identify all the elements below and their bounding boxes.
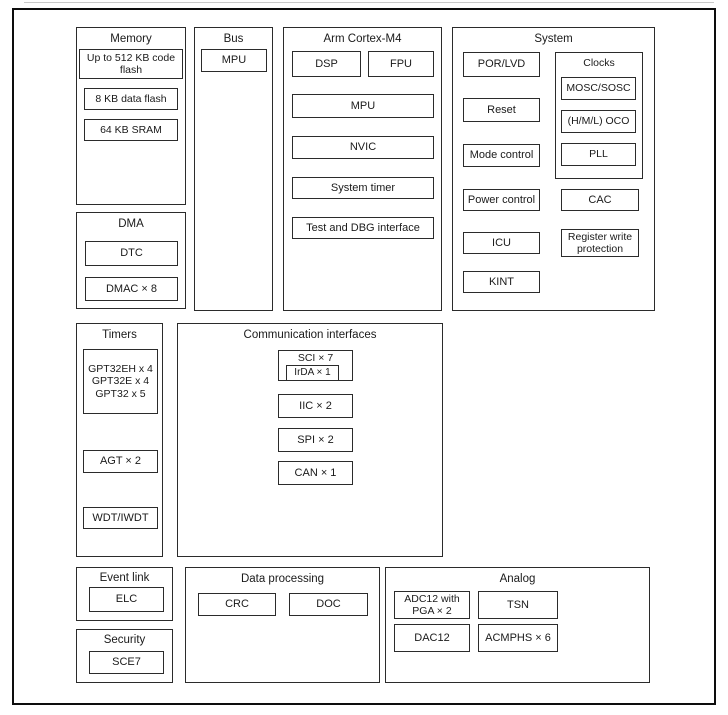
block-bus: Bus MPU xyxy=(194,27,273,311)
subblock-clocks-title: Clocks xyxy=(583,57,615,69)
box-por-lvd: POR/LVD xyxy=(463,52,540,77)
box-test-dbg: Test and DBG interface xyxy=(292,217,434,239)
box-acmphs: ACMPHS × 6 xyxy=(478,624,558,652)
box-doc: DOC xyxy=(289,593,368,616)
block-security: Security SCE7 xyxy=(76,629,173,683)
block-comm-interfaces: Communication interfaces SCI × 7 IrDA × … xyxy=(177,323,443,557)
block-memory-title: Memory xyxy=(110,33,152,45)
box-system-timer: System timer xyxy=(292,177,434,199)
block-timers: Timers GPT32EH x 4 GPT32E x 4 GPT32 x 5 … xyxy=(76,323,163,557)
box-cortex-mpu: MPU xyxy=(292,94,434,118)
block-data-processing-title: Data processing xyxy=(240,573,325,585)
block-bus-title: Bus xyxy=(223,33,244,45)
box-code-flash: Up to 512 KB code flash xyxy=(79,49,183,79)
box-sce7: SCE7 xyxy=(89,651,164,674)
block-system: System POR/LVD Reset Mode control Power … xyxy=(452,27,655,311)
block-analog-title: Analog xyxy=(499,573,536,585)
page-edge-line xyxy=(24,2,714,3)
box-dac12: DAC12 xyxy=(394,624,470,652)
diagram-outer-frame xyxy=(12,8,716,705)
box-pll: PLL xyxy=(561,143,636,166)
box-mosc-sosc: MOSC/SOSC xyxy=(561,77,636,100)
box-fpu: FPU xyxy=(368,51,434,77)
box-dsp: DSP xyxy=(292,51,361,77)
box-data-flash: 8 KB data flash xyxy=(84,88,178,110)
block-timers-title: Timers xyxy=(102,329,137,341)
box-register-write-protection: Register write protection xyxy=(561,229,639,257)
block-event-link-title: Event link xyxy=(99,572,150,584)
box-wdt-iwdt: WDT/IWDT xyxy=(83,507,158,529)
box-sram: 64 KB SRAM xyxy=(84,119,178,141)
block-system-title: System xyxy=(534,33,573,45)
box-agt: AGT × 2 xyxy=(83,450,158,473)
box-dtc: DTC xyxy=(85,241,178,266)
box-iic: IIC × 2 xyxy=(278,394,353,418)
block-security-title: Security xyxy=(103,634,146,646)
block-dma: DMA DTC DMAC × 8 xyxy=(76,212,186,309)
block-event-link: Event link ELC xyxy=(76,567,173,621)
box-spi: SPI × 2 xyxy=(278,428,353,452)
box-can: CAN × 1 xyxy=(278,461,353,485)
box-kint: KINT xyxy=(463,271,540,293)
gpt-line-1: GPT32EH x 4 xyxy=(88,362,153,375)
subblock-clocks: Clocks MOSC/SOSC (H/M/L) OCO PLL xyxy=(555,52,643,179)
box-bus-mpu: MPU xyxy=(201,49,267,72)
sci-label: SCI × 7 xyxy=(297,352,334,364)
box-mode-control: Mode control xyxy=(463,144,540,167)
box-crc: CRC xyxy=(198,593,276,616)
box-irda: IrDA × 1 xyxy=(286,365,339,382)
box-sci: SCI × 7 IrDA × 1 xyxy=(278,350,353,382)
block-analog: Analog ADC12 with PGA × 2 TSN DAC12 ACMP… xyxy=(385,567,650,683)
box-icu: ICU xyxy=(463,232,540,254)
block-memory: Memory Up to 512 KB code flash 8 KB data… xyxy=(76,27,186,205)
box-reset: Reset xyxy=(463,98,540,122)
block-data-processing: Data processing CRC DOC xyxy=(185,567,380,683)
box-adc12-pga: ADC12 with PGA × 2 xyxy=(394,591,470,619)
block-comm-interfaces-title: Communication interfaces xyxy=(243,329,377,341)
box-cac: CAC xyxy=(561,189,639,211)
block-cortex-m4-title: Arm Cortex-M4 xyxy=(323,33,402,45)
gpt-line-3: GPT32 x 5 xyxy=(95,387,146,400)
block-cortex-m4: Arm Cortex-M4 DSP FPU MPU NVIC System ti… xyxy=(283,27,442,311)
box-elc: ELC xyxy=(89,587,164,612)
box-oco: (H/M/L) OCO xyxy=(561,110,636,133)
box-tsn: TSN xyxy=(478,591,558,619)
gpt-line-2: GPT32E x 4 xyxy=(91,375,150,388)
box-power-control: Power control xyxy=(463,189,540,211)
box-gpt: GPT32EH x 4 GPT32E x 4 GPT32 x 5 xyxy=(83,349,158,414)
block-dma-title: DMA xyxy=(118,218,144,230)
box-nvic: NVIC xyxy=(292,136,434,159)
box-dmac: DMAC × 8 xyxy=(85,277,178,301)
